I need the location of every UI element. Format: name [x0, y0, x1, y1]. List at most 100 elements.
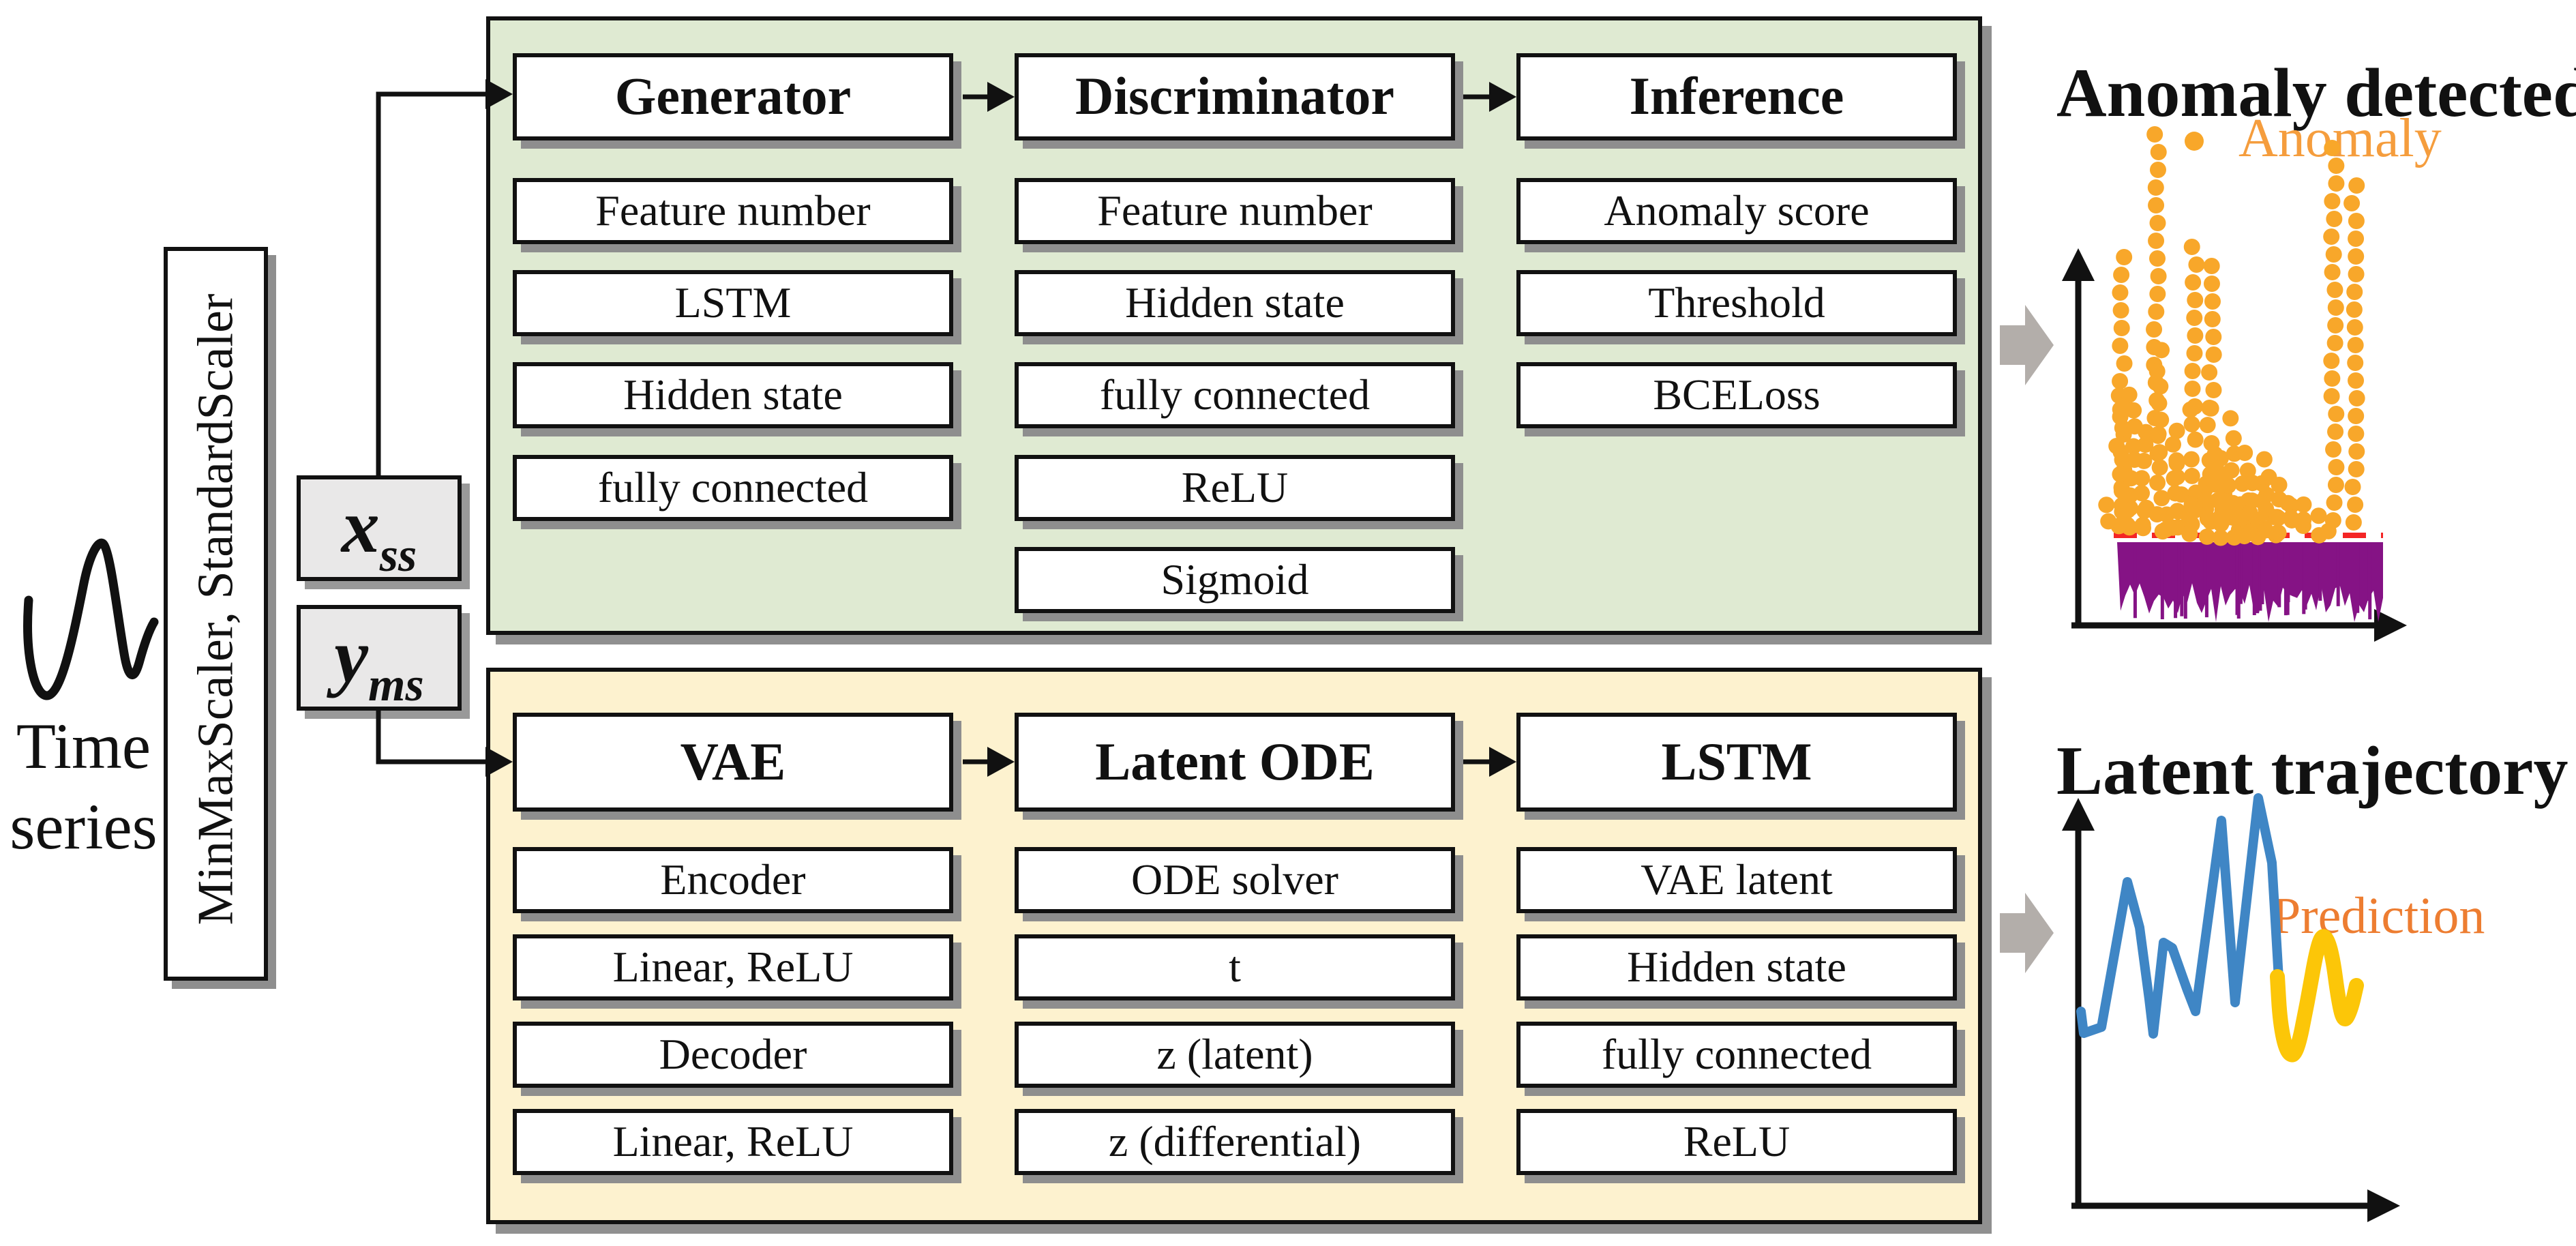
anomaly-dot [2271, 491, 2288, 508]
anomaly-dot [2112, 444, 2129, 460]
latent-chart-axes [2062, 798, 2400, 1222]
anomaly-dot [2202, 400, 2219, 417]
anomaly-dot [2149, 162, 2166, 178]
anomaly-dot [2136, 452, 2153, 469]
anomaly-dot [2295, 517, 2312, 534]
anomaly-dot [2187, 484, 2204, 501]
prediction-annotation: Prediction [2272, 887, 2485, 945]
anomaly-dot [2137, 436, 2154, 454]
anomaly-dot [2238, 512, 2255, 529]
anomaly-dot [2199, 417, 2216, 434]
anomaly-dot [2256, 520, 2273, 537]
anomaly-dot [2186, 310, 2203, 326]
anomaly-dot [2136, 502, 2153, 519]
anomaly-dot [2170, 503, 2187, 520]
anomaly-dot [2320, 522, 2337, 539]
latent-trajectory-line [2076, 793, 2283, 1039]
anomaly-dot [2112, 401, 2129, 418]
anomaly-dot [2152, 378, 2169, 395]
anomaly-dot [2188, 256, 2205, 273]
anomaly-dot [2203, 258, 2220, 274]
anomaly-dot [2203, 276, 2220, 292]
anomaly-dot [2116, 249, 2133, 265]
anomaly-dot [2324, 264, 2341, 280]
anomaly-legend-dot [2185, 132, 2204, 151]
anomaly-dot [2325, 441, 2342, 458]
anomaly-dot [2214, 502, 2231, 519]
anomaly-dot [2348, 231, 2365, 247]
x-ss-base: x [341, 484, 380, 569]
anomaly-dot [2201, 400, 2218, 416]
anomaly-dot [2202, 466, 2219, 483]
anomaly-dot [2125, 402, 2142, 419]
anomaly-dot [2324, 370, 2341, 387]
anomaly-dot [2183, 416, 2200, 433]
purple-signal [2117, 542, 2383, 622]
anomaly-dot [2239, 462, 2256, 479]
anomaly-dot [2113, 479, 2130, 496]
anomaly-dot [2241, 504, 2258, 521]
anomaly-dot [2133, 470, 2151, 487]
anomaly-dot [2113, 320, 2130, 336]
anomaly-dot [2199, 510, 2216, 527]
anomaly-dot [2157, 521, 2174, 538]
scaler-box: MinMaxScaler, StandardScaler [164, 247, 268, 981]
gray-arrow-to-anomaly-chart [2000, 305, 2054, 385]
anomaly-dot [2147, 374, 2164, 391]
anomaly-dot [2147, 179, 2164, 196]
anomaly-dot [2112, 409, 2129, 425]
anomaly-dot [2260, 469, 2277, 486]
inference-header: Inference [1516, 53, 1957, 140]
anomaly-dot [2154, 523, 2171, 540]
inference-item: BCELoss [1516, 362, 1957, 428]
anomaly-dot [2150, 144, 2167, 160]
anomaly-dot [2148, 233, 2165, 249]
generator-header: Generator [513, 53, 953, 140]
anomaly-dot [2148, 303, 2165, 320]
vae-item: Linear, ReLU [513, 1109, 953, 1175]
anomaly-dot [2326, 335, 2343, 351]
anomaly-dot [2114, 515, 2131, 531]
anomaly-dot [2153, 490, 2170, 507]
anomaly-dot [2112, 466, 2129, 483]
anomaly-dot [2151, 459, 2168, 476]
anomaly-dot [2126, 418, 2143, 435]
anomaly-dot [2198, 475, 2215, 492]
vae-item: Encoder [513, 847, 953, 913]
anomaly-dot [2146, 339, 2163, 355]
anomaly-dot [2181, 525, 2198, 542]
anomaly-dot [2166, 470, 2183, 487]
anomaly-dot [2347, 496, 2364, 513]
anomaly-dot [2198, 501, 2215, 518]
anomaly-dot [2201, 364, 2218, 381]
anomaly-legend-label: Anomaly [2238, 108, 2442, 168]
anomaly-dot [2183, 451, 2200, 468]
anomaly-dot [2295, 511, 2312, 528]
anomaly-dot [2326, 494, 2343, 511]
anomaly-chart-axes [2062, 248, 2407, 642]
lstm-item: VAE latent [1516, 847, 1957, 913]
anomaly-dot [2183, 496, 2200, 514]
anomaly-dot [2112, 373, 2129, 389]
anomaly-dot [2164, 519, 2181, 536]
anomaly-dot [2167, 485, 2184, 502]
anomaly-dot [2197, 481, 2214, 498]
anomaly-dot [2214, 468, 2231, 485]
anomaly-dot [2348, 426, 2365, 442]
anomaly-dot [2282, 509, 2299, 526]
anomaly-dot [2121, 519, 2138, 536]
anomaly-dot [2327, 477, 2344, 493]
anomaly-dot [2146, 410, 2163, 426]
anomaly-dot [2348, 248, 2365, 265]
anomaly-dot [2232, 507, 2249, 524]
anomaly-dot [2348, 266, 2365, 282]
anomaly-dot [2213, 516, 2230, 533]
latent-ode-item: ODE solver [1015, 847, 1455, 913]
vae-header: VAE [513, 713, 953, 812]
anomaly-dot [2204, 293, 2221, 310]
anomaly-dot [2187, 398, 2204, 415]
anomaly-dot [2168, 422, 2185, 439]
anomaly-dot [2197, 491, 2214, 508]
anomaly-dot [2205, 382, 2222, 398]
anomaly-dot [2257, 522, 2274, 539]
